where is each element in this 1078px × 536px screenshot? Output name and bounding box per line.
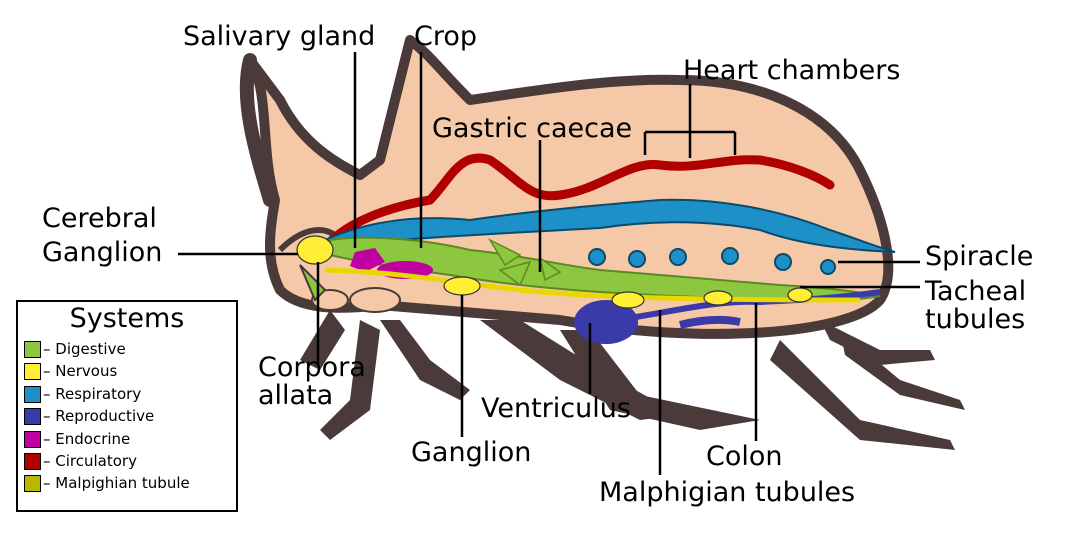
- legend-label: – Nervous: [43, 362, 118, 380]
- legend-title: Systems: [69, 303, 185, 334]
- legend-label: – Respiratory: [43, 385, 142, 403]
- legend-label: – Malpighian tubule: [43, 474, 190, 492]
- label-cerebral-ganglion: Cerebral Ganglion: [42, 203, 163, 268]
- digestive-tract: [329, 236, 881, 302]
- label-ganglion: Ganglion: [411, 437, 532, 468]
- legend-swatch: [24, 430, 41, 448]
- label-spiracle: Spiracle: [925, 241, 1034, 272]
- tracheal-trunk: [322, 198, 896, 253]
- leader-lines: [178, 52, 920, 475]
- legend-label: – Endocrine: [43, 430, 131, 448]
- label-ventriculus: Ventriculus: [481, 393, 631, 424]
- legend-item-circulatory: – Circulatory: [24, 451, 137, 471]
- label-salivary-gland: Salivary gland: [183, 21, 376, 52]
- legend-item-reproductive: – Reproductive: [24, 406, 154, 426]
- label-corpora-allata: Corpora allata: [258, 352, 366, 411]
- label-colon: Colon: [706, 441, 783, 472]
- legend-label: – Reproductive: [43, 407, 155, 425]
- legend-item-endocrine: – Endocrine: [24, 429, 130, 449]
- legend-item-digestive: – Digestive: [24, 339, 126, 359]
- label-crop: Crop: [414, 21, 478, 52]
- legend-item-malpighian-tubule: – Malpighian tubule: [24, 473, 190, 493]
- spiracles: [588, 247, 836, 275]
- legend-item-nervous: – Nervous: [24, 361, 117, 381]
- legend-swatch: [24, 407, 41, 425]
- nerve-cord: [296, 235, 861, 309]
- label-malphigian-tubules: Malphigian tubules: [599, 477, 856, 508]
- gastric-caecae: [488, 238, 562, 287]
- legs: [300, 310, 965, 450]
- legend-label: – Circulatory: [43, 452, 137, 470]
- label-tacheal-tubules: Tacheal tubules: [925, 276, 1027, 335]
- systems-legend: Systems – Digestive – Nervous – Respirat…: [16, 300, 238, 512]
- label-heart-chambers: Heart chambers: [683, 55, 901, 86]
- legend-swatch: [24, 452, 41, 470]
- legend-swatch: [24, 474, 41, 492]
- legend-item-respiratory: – Respiratory: [24, 384, 141, 404]
- legend-label: – Digestive: [43, 340, 126, 358]
- label-gastric-caecae: Gastric caecae: [432, 113, 633, 144]
- legend-swatch: [24, 385, 41, 403]
- legend-swatch: [24, 340, 41, 358]
- legend-swatch: [24, 362, 41, 380]
- circulatory-vessel: [315, 153, 835, 260]
